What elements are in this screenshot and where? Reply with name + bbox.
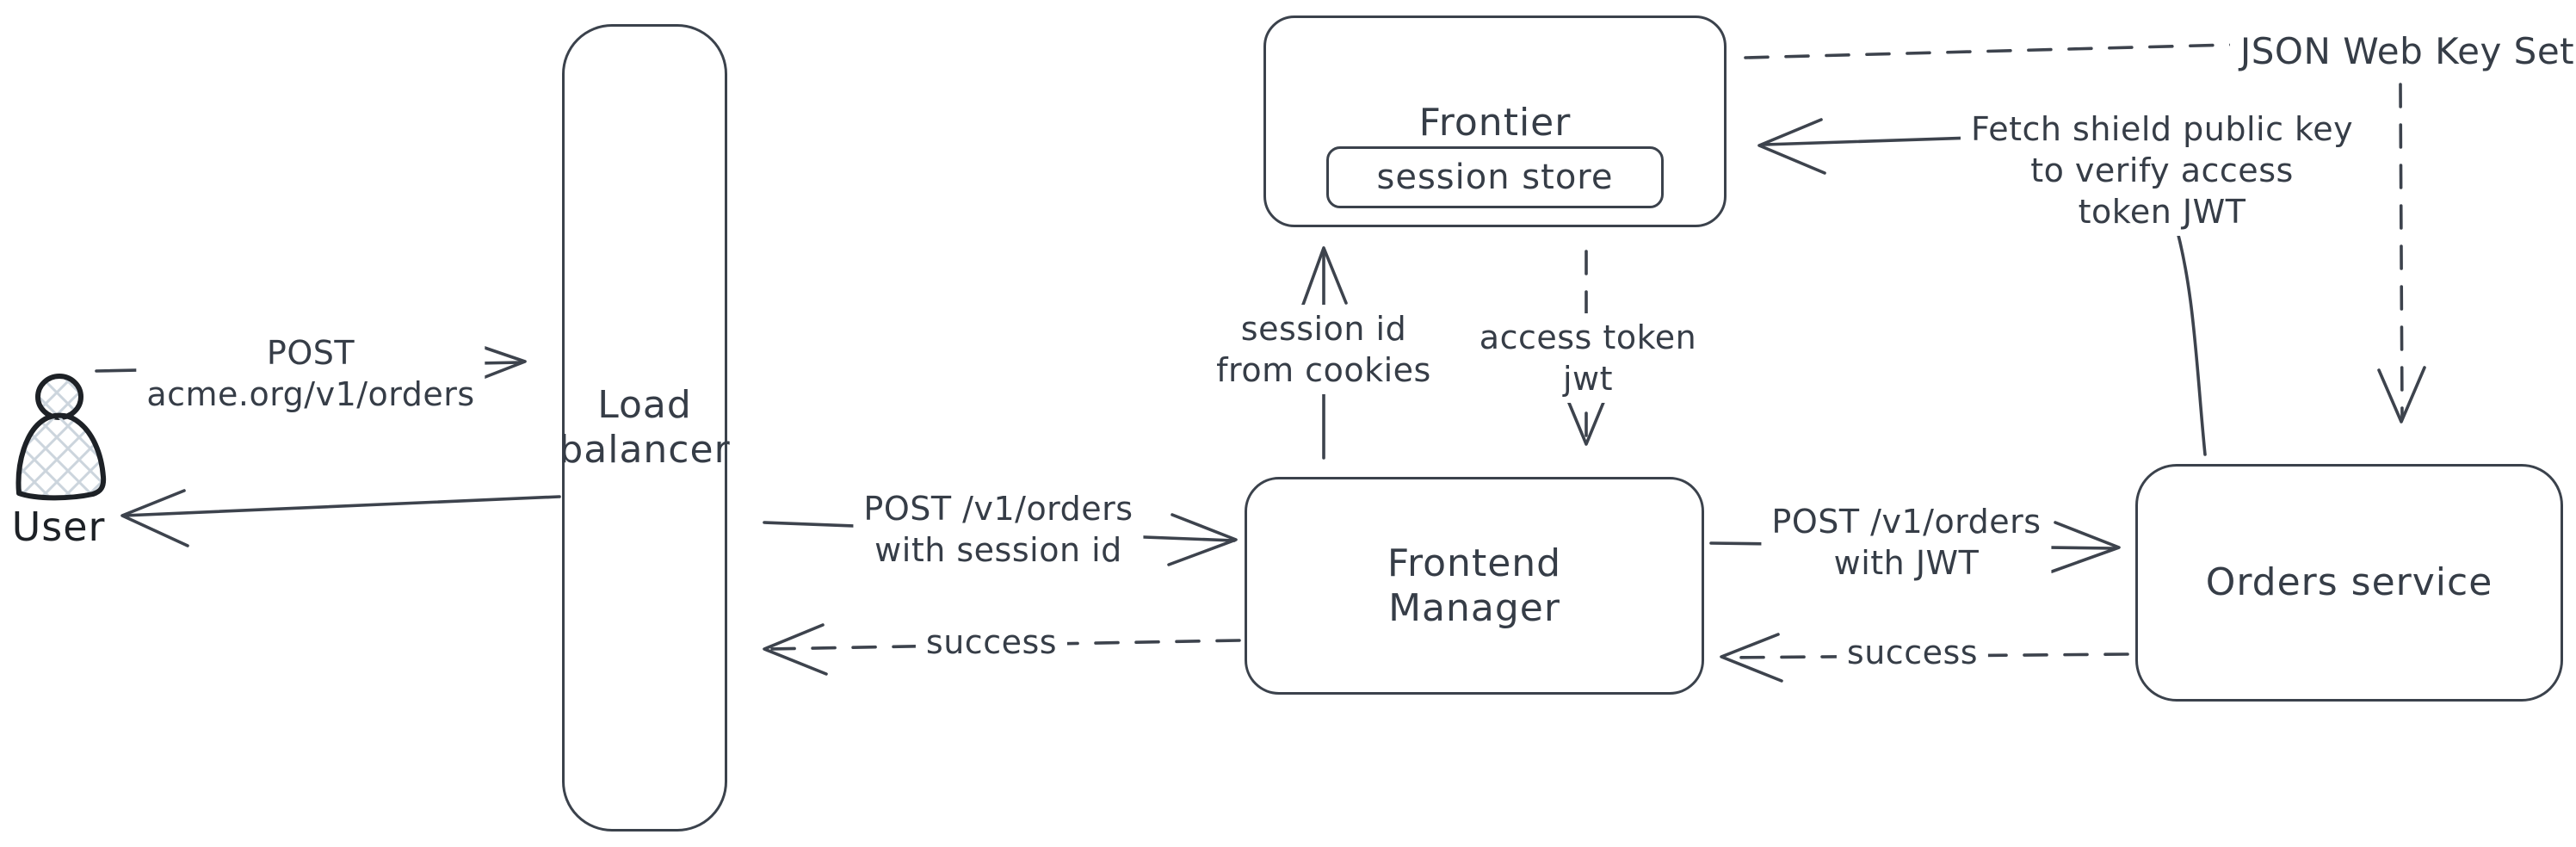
arrowhead-frontier-to-fm (1563, 388, 1610, 446)
edge-label-orders-to-fm-success: success (1836, 628, 1989, 677)
arrowhead-lb-to-fm (1167, 513, 1238, 566)
edge-label-fm-to-orders: POST /v1/orders with JWT (1761, 498, 2052, 587)
edge-label-lb-to-fm: POST /v1/orders with session id (853, 485, 1144, 574)
edge-label-frontier-to-fm: access token jwt (1468, 313, 1708, 403)
arrow-lb-to-user (122, 495, 561, 517)
load-balancer-label-line2: balancer (559, 428, 731, 472)
edge-label-user-to-lb-line2: acme.org/v1/orders (146, 375, 475, 413)
edge-label-user-to-lb-line1: POST (266, 334, 355, 372)
edge-label-orders-to-frontier-line3: token JWT (2078, 193, 2246, 231)
session-store-node: session store (1326, 146, 1664, 208)
session-store-label: session store (1376, 158, 1614, 197)
frontend-manager-label-line2: Manager (1388, 585, 1560, 630)
edge-label-fm-to-frontier-line1: session id (1240, 310, 1407, 348)
edge-label-user-to-lb: POST acme.org/v1/orders (136, 329, 485, 418)
frontier-label: Frontier (1418, 101, 1572, 145)
edge-label-fm-to-orders-line2: with JWT (1833, 544, 1980, 582)
arrowhead-lb-to-user (120, 489, 189, 547)
orders-service-node: Orders service (2135, 464, 2563, 702)
edge-label-orders-to-frontier-line2: to verify access (2030, 151, 2294, 189)
user-node-label: User (11, 504, 106, 550)
edge-label-fm-to-frontier: session id from cookies (1206, 305, 1442, 394)
arrowhead-fm-to-lb-success (763, 623, 828, 676)
user-icon (15, 374, 107, 501)
arrowhead-fm-to-frontier (1301, 246, 1348, 306)
jwks-label: JSON Web Key Set (2229, 28, 2576, 76)
edge-label-fm-to-frontier-line2: from cookies (1216, 351, 1431, 389)
edge-label-orders-to-fm-success-text: success (1846, 634, 1979, 671)
edge-label-lb-to-fm-line2: with session id (874, 531, 1122, 569)
arrow-jwks-to-orders (2399, 83, 2404, 420)
edge-label-frontier-to-fm-line1: access token (1479, 318, 1697, 356)
load-balancer-label-line1: Load (597, 383, 692, 427)
arrowhead-orders-to-fm-success (1720, 633, 1783, 683)
edge-label-frontier-to-fm-line2: jwt (1562, 360, 1614, 398)
arrowhead-fm-to-orders (2050, 521, 2121, 573)
edge-label-fm-to-lb-success-text: success (925, 623, 1058, 661)
edge-label-orders-to-frontier-line1: Fetch shield public key (1970, 110, 2354, 148)
frontend-manager-label-line1: Frontend (1387, 541, 1562, 585)
edge-label-fm-to-lb-success: success (915, 618, 1068, 666)
orders-service-label: Orders service (2205, 560, 2493, 604)
load-balancer-node: Load balancer (559, 24, 731, 832)
frontend-manager-node: Frontend Manager (1245, 477, 1704, 695)
jwks-label-text: JSON Web Key Set (2239, 30, 2575, 72)
arrowhead-jwks-to-orders (2377, 366, 2426, 424)
arrowhead-orders-to-frontier (1757, 118, 1826, 175)
edge-label-lb-to-fm-line1: POST /v1/orders (863, 490, 1134, 528)
line-frontier-to-jwks (1744, 43, 2233, 59)
edge-label-orders-to-frontier: Fetch shield public key to verify access… (1960, 105, 2364, 236)
edge-label-fm-to-orders-line1: POST /v1/orders (1771, 503, 2042, 541)
